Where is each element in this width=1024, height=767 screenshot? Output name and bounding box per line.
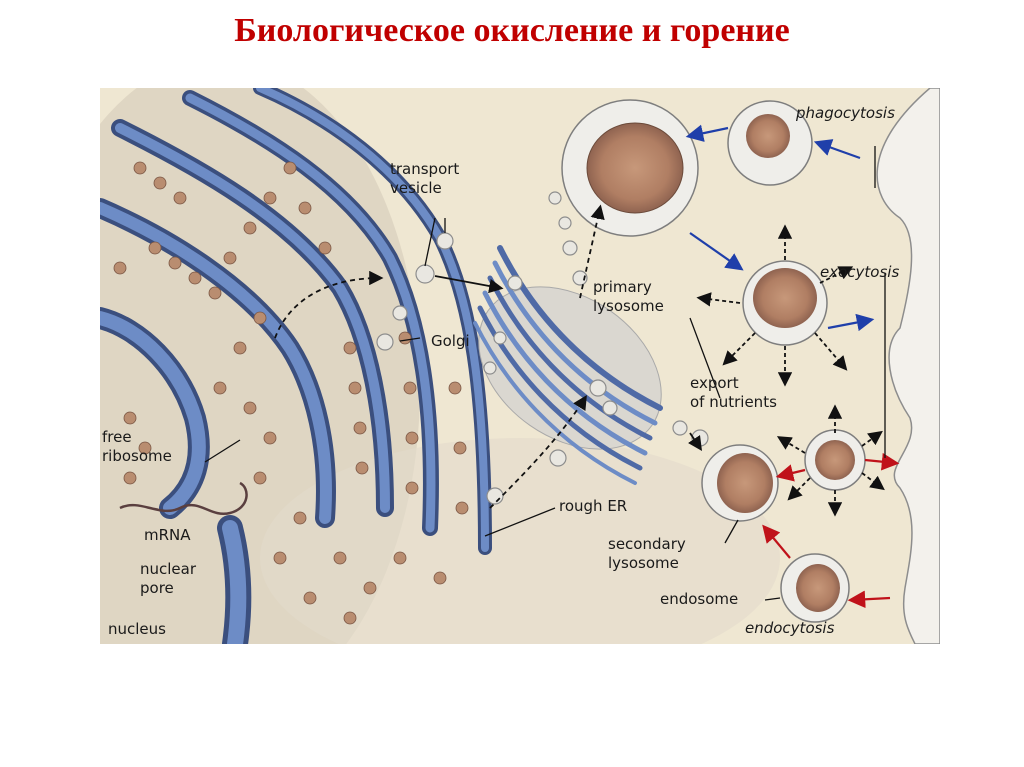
secondary-lysosome-lower	[702, 445, 778, 521]
lysosome-phagosome	[562, 100, 698, 236]
label-endosome: endosome	[660, 590, 738, 609]
label-primary-lysosome: primary lysosome	[593, 278, 664, 316]
cell-diagram: transport vesicle Golgi primary lysosome…	[100, 88, 940, 644]
label-transport-vesicle: transport vesicle	[390, 160, 459, 198]
slide-title: Биологическое окисление и горение	[0, 12, 1024, 50]
label-nucleus: nucleus	[108, 620, 166, 639]
endosome-vesicle	[781, 554, 849, 622]
label-free-ribosome: free ribosome	[102, 428, 172, 466]
label-phagocytosis: phagocytosis	[796, 104, 895, 123]
secondary-lysosome-center	[743, 261, 827, 345]
label-golgi: Golgi	[431, 332, 470, 351]
label-mrna: mRNA	[144, 526, 191, 545]
label-secondary-lysosome: secondary lysosome	[608, 535, 686, 573]
cell-illustration	[100, 88, 940, 644]
label-nuclear-pore: nuclear pore	[140, 560, 196, 598]
label-export-of-nutrients: export of nutrients	[690, 374, 777, 412]
label-endocytosis: endocytosis	[745, 619, 834, 638]
export-lysosome	[805, 430, 865, 490]
label-rough-er: rough ER	[559, 497, 627, 516]
label-exocytosis: exocytosis	[820, 263, 899, 282]
